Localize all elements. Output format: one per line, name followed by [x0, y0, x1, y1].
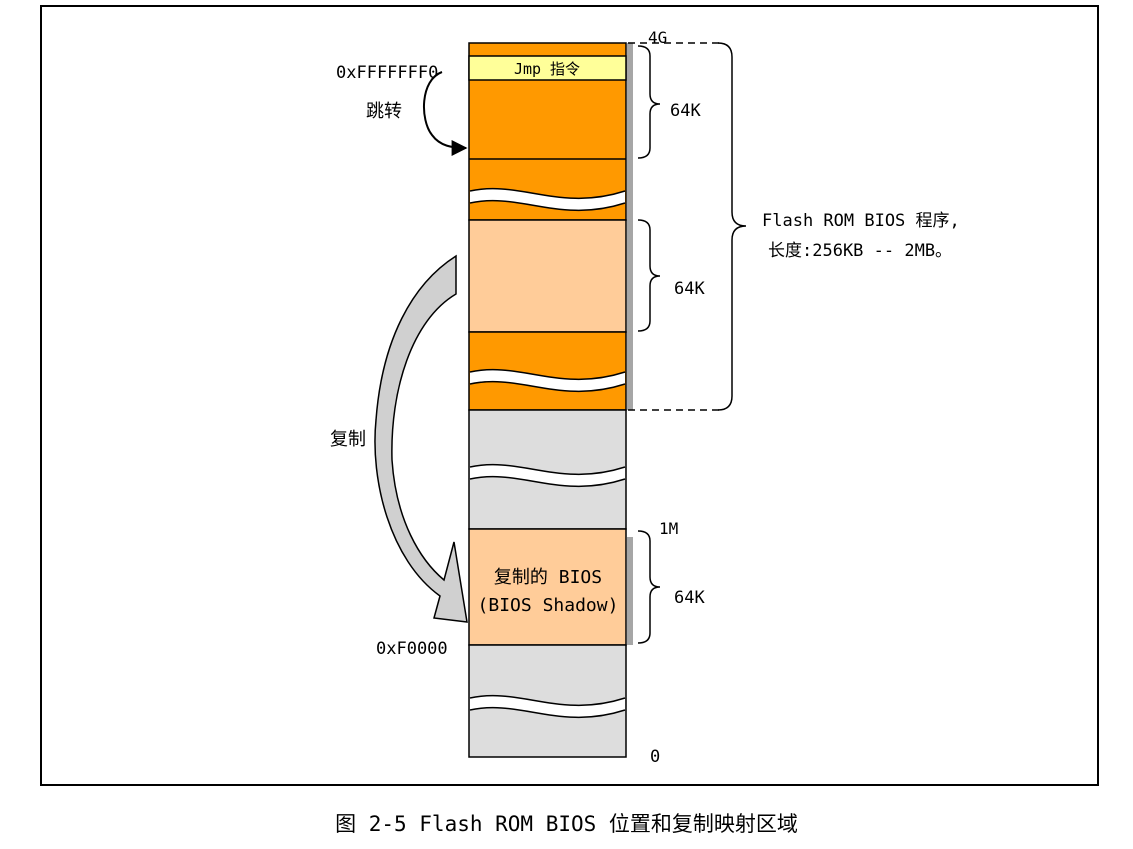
memory-column: [468, 42, 633, 758]
bios-shadow-subtitle: (BIOS Shadow): [478, 595, 619, 616]
brace-64k-lower: [637, 530, 661, 644]
bottom-address-label: 0: [650, 747, 660, 767]
mark-1m-label: 1M: [659, 519, 678, 538]
break-wave: [470, 695, 625, 718]
break-wave-edge: [469, 187, 626, 212]
break-wave-edge: [469, 463, 626, 488]
shadow-address-mask: [376, 636, 468, 660]
bios-shadow-title: 复制的 BIOS: [494, 567, 602, 588]
rom-copy-source-block: [468, 219, 627, 333]
jmp-instruction-cell: [468, 55, 627, 81]
brace-64k-middle: [637, 219, 661, 332]
flash-rom-description-line2: 长度:256KB -- 2MB。: [768, 241, 952, 261]
figure-caption: 图 2-5 Flash ROM BIOS 位置和复制映射区域: [335, 812, 798, 836]
size-64k-middle-label: 64K: [674, 279, 705, 299]
top-address-label: 4G: [648, 28, 667, 47]
copy-label: 复制: [330, 429, 366, 450]
break-wave-edge: [469, 694, 626, 719]
flash-rom-brace: [717, 42, 747, 411]
jump-arrow: [423, 71, 468, 156]
copy-arrow: [374, 254, 468, 623]
bios-shadow-block: [468, 528, 627, 646]
size-64k-lower-label: 64K: [674, 588, 705, 608]
brace-64k-upper: [637, 45, 661, 159]
jmp-instruction-label: Jmp 指令: [514, 60, 580, 78]
reset-vector-address-label: 0xFFFFFFF0: [336, 63, 438, 83]
rom-side-bar: [627, 43, 633, 410]
shadow-address-label: 0xF0000: [376, 639, 448, 659]
break-wave-edge: [469, 368, 626, 393]
shadow-side-bar: [627, 537, 633, 645]
break-wave: [470, 369, 625, 392]
break-wave: [470, 464, 625, 487]
size-64k-upper-label: 64K: [670, 101, 701, 121]
break-wave: [470, 188, 625, 211]
flash-rom-description-line1: Flash ROM BIOS 程序,: [762, 211, 960, 231]
jump-label: 跳转: [366, 101, 402, 122]
